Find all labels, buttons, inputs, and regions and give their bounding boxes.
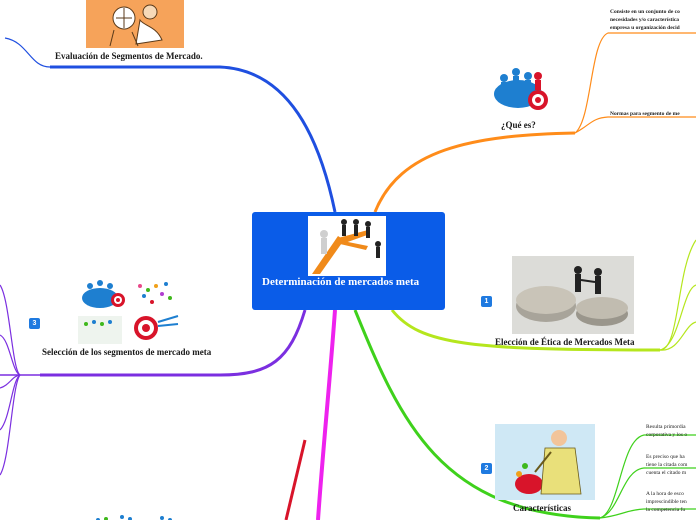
central-title: Determinación de mercados meta <box>262 276 420 288</box>
caracteristicas-image <box>495 424 595 500</box>
que-es-image <box>488 60 552 116</box>
caracteristicas-detail-c2: imprescindible ten <box>646 499 687 505</box>
caracteristicas-label[interactable]: Características <box>513 503 571 513</box>
central-image <box>308 216 386 276</box>
caracteristicas-badge: 2 <box>481 463 492 474</box>
branch-seleccion <box>40 309 307 377</box>
que-es-detail-3: empresa u organización decid <box>610 25 680 31</box>
branch-magenta <box>316 309 337 520</box>
caracteristicas-detail-b1: Es preciso que ha <box>646 454 685 460</box>
caracteristicas-detail-b3: cuenta el citado m <box>646 470 687 476</box>
seleccion-badge: 3 <box>29 318 40 329</box>
normas-detail: Normas para segmento de me <box>610 111 680 117</box>
que-es-label[interactable]: ¿Qué es? <box>501 120 536 130</box>
bottom-partial-image <box>92 510 178 520</box>
seleccion-label[interactable]: Selección de los segmentos de mercado me… <box>42 347 212 357</box>
branch-que-es-norm <box>574 116 696 134</box>
branch-evaluacion <box>50 65 337 213</box>
caracteristicas-detail-a1: Resulta primordia <box>646 424 686 430</box>
caracteristicas-detail-a2: corporativa y los o <box>646 432 688 438</box>
caracteristicas-detail-b2: tiene la citada com <box>646 462 688 468</box>
branch-sel-1 <box>0 284 21 376</box>
branch-eleccion-up <box>659 239 696 351</box>
branch-car-a <box>599 434 696 519</box>
branch-sel-5 <box>0 374 21 476</box>
branch-eleccion <box>390 309 661 352</box>
seleccion-image <box>78 278 182 344</box>
branch-sel-2 <box>0 334 21 376</box>
caracteristicas-detail-c1: A la hora de esco <box>646 491 684 497</box>
branch-evaluacion-left <box>4 37 51 68</box>
eleccion-label[interactable]: Elección de Ética de Mercados Meta <box>495 337 635 347</box>
branch-que-es-up <box>574 32 696 134</box>
branch-car-c <box>599 508 696 519</box>
branch-caracteristicas <box>353 309 601 520</box>
que-es-detail-1: Consiste en un conjunto de co <box>610 9 680 15</box>
eleccion-image <box>512 256 634 334</box>
que-es-detail-2: necesidades y/o característica <box>610 17 680 23</box>
branch-eleccion-mid <box>659 284 696 351</box>
evaluacion-label[interactable]: Evaluación de Segmentos de Mercado. <box>55 51 203 61</box>
branch-que-es <box>373 131 576 213</box>
eleccion-badge: 1 <box>481 296 492 307</box>
branch-car-b <box>599 467 696 519</box>
branch-red <box>284 439 307 520</box>
evaluacion-image <box>86 0 184 48</box>
caracteristicas-detail-c3: la competencia fu <box>646 507 686 513</box>
branch-eleccion-low <box>659 321 696 351</box>
central-topic[interactable]: Determinación de mercados meta <box>252 212 445 310</box>
